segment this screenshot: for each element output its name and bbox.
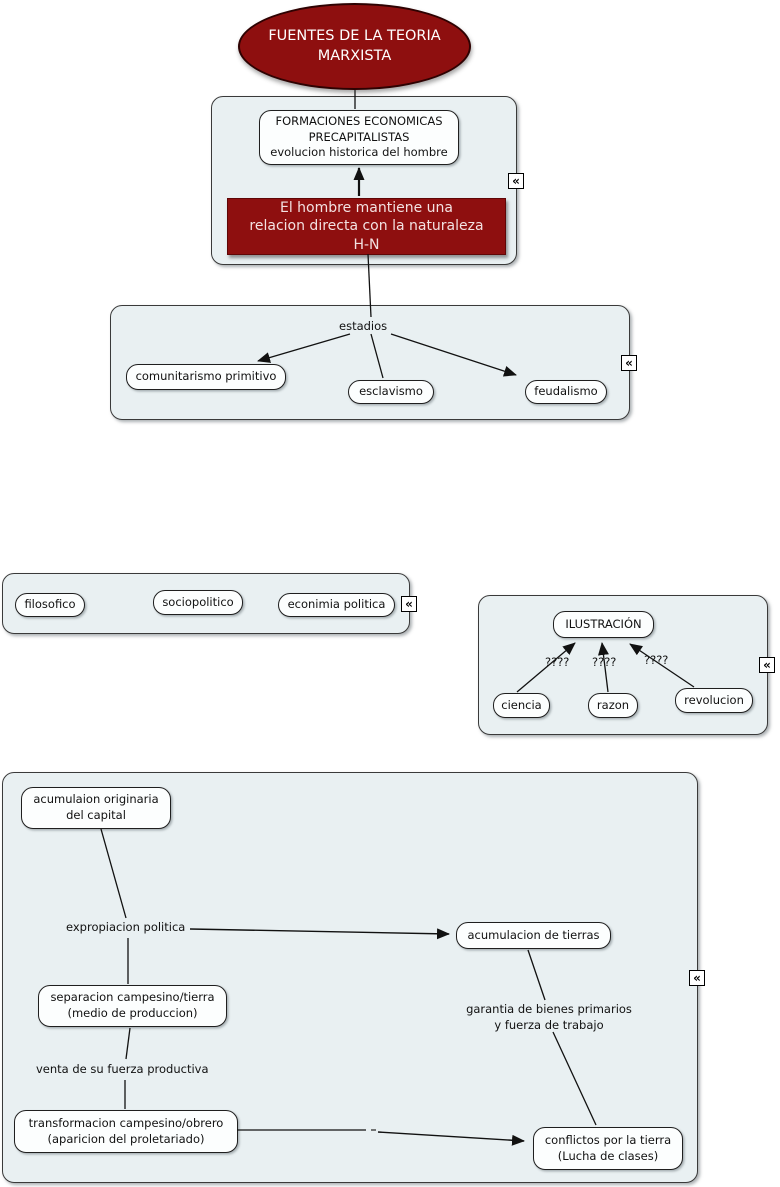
collapse-icon[interactable]: « <box>621 354 637 371</box>
node-formaciones-economicas[interactable]: FORMACIONES ECONOMICAS PRECAPITALISTAS e… <box>259 110 459 165</box>
node-sociopolitico[interactable]: sociopolitico <box>153 590 243 615</box>
link-label-question-3[interactable]: ???? <box>644 653 669 667</box>
link-label-question-1[interactable]: ???? <box>545 655 570 669</box>
chevron-left-double-icon: « <box>625 355 633 370</box>
node-ciencia[interactable]: ciencia <box>493 693 550 718</box>
link-label-garantia-bienes[interactable]: garantia de bienes primarios y fuerza de… <box>466 1002 632 1032</box>
collapse-icon[interactable]: « <box>689 969 705 986</box>
group-ilustracion[interactable]: ILUSTRACIÓN ???? ???? ???? ciencia razon… <box>478 595 775 735</box>
chevron-left-double-icon: « <box>693 970 701 985</box>
group-acumulacion-originaria[interactable]: acumulaion originaria del capital exprop… <box>2 772 705 1183</box>
node-conflictos-tierra[interactable]: conflictos por la tierra (Lucha de clase… <box>533 1127 683 1170</box>
node-transformacion-campesino-obrero[interactable]: transformacion campesino/obrero (aparici… <box>14 1110 238 1153</box>
node-separacion-campesino-tierra[interactable]: separacion campesino/tierra (medio de pr… <box>38 985 227 1027</box>
node-econimia-politica[interactable]: econimia politica <box>278 593 395 617</box>
collapse-icon[interactable]: « <box>759 657 775 673</box>
link-label-venta-fuerza[interactable]: venta de su fuerza productiva <box>36 1062 209 1076</box>
group-estadios[interactable]: estadios comunitarismo primitivo esclavi… <box>110 305 637 420</box>
group-formaciones-precapitalistas[interactable]: FORMACIONES ECONOMICAS PRECAPITALISTAS e… <box>211 96 524 265</box>
chevron-left-double-icon: « <box>512 173 520 188</box>
link-label-expropiacion-politica[interactable]: expropiacion politica <box>66 920 186 934</box>
node-hombre-naturaleza[interactable]: El hombre mantiene una relacion directa … <box>227 198 506 255</box>
node-filosofico[interactable]: filosofico <box>15 593 85 617</box>
node-ilustracion[interactable]: ILUSTRACIÓN <box>553 611 654 638</box>
link-label-question-2[interactable]: ???? <box>592 655 617 669</box>
node-razon[interactable]: razon <box>588 693 638 718</box>
node-feudalismo[interactable]: feudalismo <box>525 380 607 404</box>
chevron-left-double-icon: « <box>763 658 771 672</box>
group-fuentes[interactable]: filosofico sociopolitico econimia politi… <box>2 573 417 634</box>
chevron-left-double-icon: « <box>405 596 413 611</box>
link-label-estadios[interactable]: estadios <box>339 319 388 333</box>
node-esclavismo[interactable]: esclavismo <box>348 380 434 404</box>
node-comunitarismo-primitivo[interactable]: comunitarismo primitivo <box>126 364 286 390</box>
node-acumulaion-originaria[interactable]: acumulaion originaria del capital <box>21 787 171 829</box>
collapse-icon[interactable]: « <box>508 172 524 189</box>
node-fuentes-teoria-marxista[interactable]: FUENTES DE LA TEORIA MARXISTA <box>238 3 471 90</box>
node-acumulacion-tierras[interactable]: acumulacion de tierras <box>456 922 611 949</box>
node-revolucion[interactable]: revolucion <box>675 688 753 713</box>
collapse-icon[interactable]: « <box>401 595 417 612</box>
